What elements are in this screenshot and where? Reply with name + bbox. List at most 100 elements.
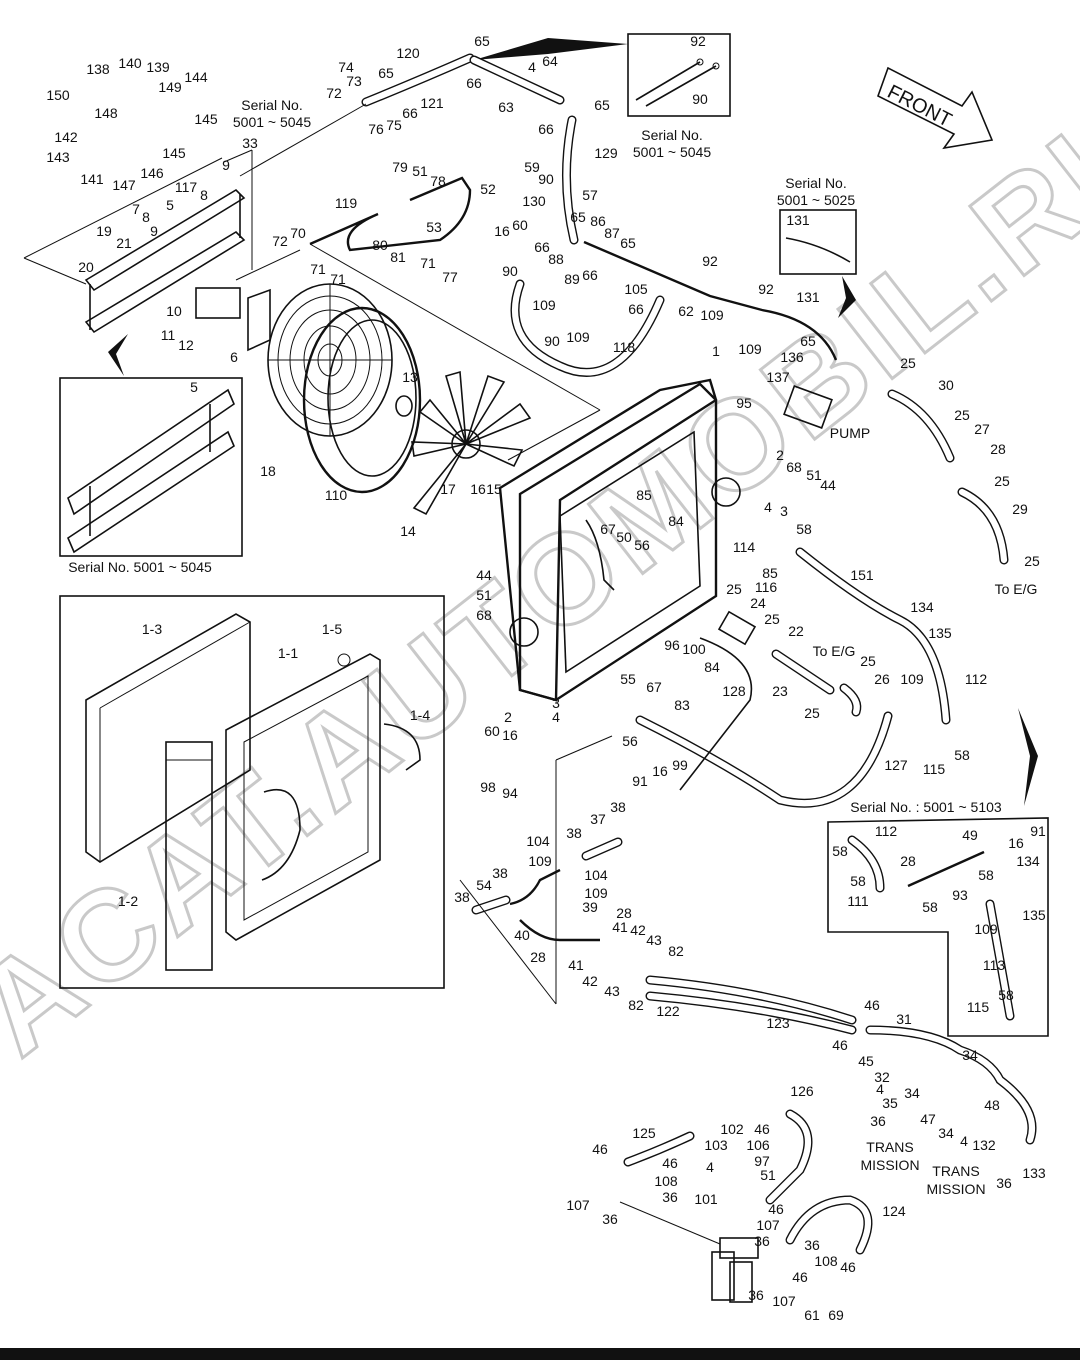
callout-85: 85 [636, 487, 652, 503]
callout-65: 65 [474, 33, 490, 49]
callout-49: 49 [962, 827, 978, 843]
callout-149: 149 [158, 79, 182, 95]
callout-32: 32 [874, 1069, 890, 1085]
callout-39: 39 [582, 899, 598, 915]
callout-5: 5 [190, 379, 198, 395]
callout-83: 83 [674, 697, 690, 713]
callout-46: 46 [754, 1121, 770, 1137]
callout-139: 139 [146, 59, 170, 75]
callout-3: 3 [552, 695, 560, 711]
callout-5: 5 [166, 197, 174, 213]
callout-19: 19 [96, 223, 112, 239]
callout-92: 92 [690, 33, 706, 49]
hose-group [309, 53, 1037, 1255]
callout-33: 33 [242, 135, 258, 151]
callout-16: 16 [470, 481, 486, 497]
callout-46: 46 [768, 1201, 784, 1217]
callout-110: 110 [325, 487, 348, 503]
callout-4: 4 [764, 499, 772, 515]
callout-42: 42 [582, 973, 598, 989]
callout-25: 25 [804, 705, 820, 721]
callout-9: 9 [150, 223, 158, 239]
callout-38: 38 [454, 889, 470, 905]
callout-65: 65 [570, 209, 586, 225]
callout-65: 65 [378, 65, 394, 81]
callout-59: 59 [524, 159, 540, 175]
fan-hub-spacer [395, 395, 413, 417]
callout-116: 116 [755, 579, 778, 595]
callout-36: 36 [804, 1237, 820, 1253]
callout-133: 133 [1022, 1165, 1046, 1181]
callout-23: 23 [772, 683, 788, 699]
callout-144: 144 [184, 69, 208, 85]
callout-136: 136 [780, 349, 804, 365]
callout-46: 46 [840, 1259, 856, 1275]
callout-71: 71 [310, 261, 326, 277]
callout-58: 58 [850, 873, 866, 889]
callout-94: 94 [502, 785, 518, 801]
callout-15: 15 [486, 481, 502, 497]
callout-140: 140 [118, 55, 142, 71]
callout-123: 123 [766, 1015, 790, 1031]
callout-43: 43 [604, 983, 620, 999]
callout-67: 67 [646, 679, 662, 695]
callout-25: 25 [726, 581, 742, 597]
callout-31: 31 [896, 1011, 912, 1027]
callout-51: 51 [412, 163, 428, 179]
callout-8: 8 [200, 187, 208, 203]
callout-36: 36 [748, 1287, 764, 1303]
mounting-frame [23, 157, 246, 334]
callout-92: 92 [758, 281, 774, 297]
callout-70: 70 [290, 225, 306, 241]
callout-90: 90 [502, 263, 518, 279]
callout-1-3: 1-3 [142, 621, 162, 637]
callout-78: 78 [430, 173, 446, 189]
callout-104: 104 [584, 867, 608, 883]
callout-4: 4 [528, 59, 536, 75]
callout-67: 67 [600, 521, 616, 537]
fan-shroud [302, 306, 422, 494]
bottom-border [0, 1348, 1080, 1360]
callout-64: 64 [542, 53, 558, 69]
callout-41: 41 [612, 919, 628, 935]
callout-101: 101 [694, 1191, 718, 1207]
callout-44: 44 [476, 567, 492, 583]
callout-108: 108 [654, 1173, 678, 1189]
callout-68: 68 [476, 607, 492, 623]
callout-102: 102 [720, 1121, 744, 1137]
callout-96: 96 [664, 637, 680, 653]
serial-note: 5001 ~ 5045 [633, 144, 711, 160]
callout-151: 151 [850, 567, 874, 583]
callout-115: 115 [967, 999, 990, 1015]
callout-122: 122 [656, 1003, 680, 1019]
callout-26: 26 [874, 671, 890, 687]
callout-12: 12 [178, 337, 194, 353]
callout-60: 60 [484, 723, 500, 739]
callout-66: 66 [628, 301, 644, 317]
pump-label: PUMP [830, 425, 870, 441]
callout-25: 25 [764, 611, 780, 627]
callout-89: 89 [564, 271, 580, 287]
callout-11: 11 [161, 327, 176, 343]
callout-34: 34 [904, 1085, 920, 1101]
callout-128: 128 [722, 683, 746, 699]
serial-note: Serial No. [641, 127, 702, 143]
callout-107: 107 [756, 1217, 780, 1233]
callout-145: 145 [194, 111, 218, 127]
callout-108: 108 [814, 1253, 838, 1269]
callout-107: 107 [772, 1293, 796, 1309]
callout-1-4: 1-4 [410, 707, 430, 723]
callout-71: 71 [330, 271, 346, 287]
callout-4: 4 [876, 1081, 884, 1097]
callout-92: 92 [702, 253, 718, 269]
callout-40: 40 [514, 927, 530, 943]
callout-93: 93 [952, 887, 968, 903]
callout-115: 115 [923, 761, 946, 777]
callout-34: 34 [938, 1125, 954, 1141]
callout-125: 125 [632, 1125, 656, 1141]
callout-107: 107 [566, 1197, 590, 1213]
callout-66: 66 [466, 75, 482, 91]
serial-note: Serial No. [785, 175, 846, 191]
callout-7: 7 [132, 201, 140, 217]
